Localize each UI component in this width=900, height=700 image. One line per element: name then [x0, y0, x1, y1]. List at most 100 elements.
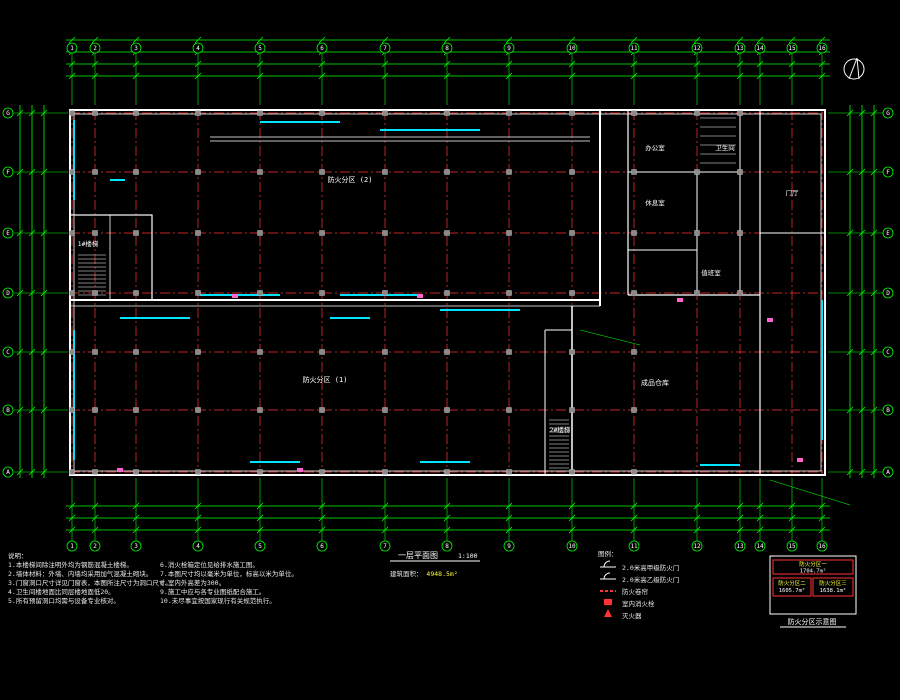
dim-tick — [443, 36, 451, 44]
axis-bubble-label: 10 — [568, 543, 576, 550]
axis-bubble — [66, 42, 78, 54]
dim-tick — [630, 36, 638, 44]
axis-bubble — [379, 540, 391, 552]
room-label-hall-right: 成品仓库 — [641, 378, 669, 387]
column — [69, 110, 75, 116]
dim-tick — [788, 36, 796, 44]
note-item: 2.墙体材料：外墙、内墙均采用加气混凝土砌块。 — [8, 570, 153, 578]
axis-bubble-label: 1 — [70, 543, 74, 550]
room-label-office-b: 休息室 — [645, 198, 665, 207]
room-label-workshop-lower: 防火分区 (1) — [303, 375, 348, 384]
axis-bubble-label: 9 — [507, 543, 511, 550]
column — [444, 469, 450, 475]
axis-bubble-label: 3 — [134, 543, 138, 550]
axis-bubble — [882, 166, 894, 178]
axis-bubble-label: 2 — [93, 543, 97, 550]
note-item: 7.本图尺寸均以毫米为单位，标高以米为单位。 — [160, 570, 298, 578]
axis-bubble — [89, 42, 101, 54]
column — [257, 349, 263, 355]
column — [506, 230, 512, 236]
column — [694, 230, 700, 236]
dim-tick — [256, 36, 264, 44]
note-item: 10.未尽事宜按国家现行有关规范执行。 — [160, 597, 276, 605]
column — [319, 469, 325, 475]
note-item: 4.卫生间楼地面比同层楼地面低20。 — [8, 588, 115, 596]
column — [569, 349, 575, 355]
column — [569, 469, 575, 475]
column — [257, 407, 263, 413]
building-area-value: 4948.5m² — [426, 570, 458, 578]
axis-bubble-label: 13 — [736, 543, 744, 550]
dim-tick — [756, 36, 764, 44]
fire-zone-3-label: 防火分区三 — [819, 579, 847, 587]
column — [737, 290, 743, 296]
axis-bubble-label: 8 — [445, 45, 449, 52]
column — [737, 230, 743, 236]
column — [92, 290, 98, 296]
axis-bubble-label: 4 — [196, 543, 200, 550]
column — [133, 230, 139, 236]
leader-line — [579, 329, 641, 346]
hydrant-marker — [117, 468, 123, 472]
axis-bubble-label: 9 — [507, 45, 511, 52]
column — [195, 110, 201, 116]
column — [257, 169, 263, 175]
axis-bubble-label: 13 — [736, 45, 744, 52]
axis-bubble — [2, 107, 14, 119]
column — [319, 169, 325, 175]
column — [319, 349, 325, 355]
dim-tick — [736, 36, 744, 44]
room-label-stair-2: 2#楼梯 — [550, 425, 571, 434]
column — [92, 469, 98, 475]
hydrant-marker — [297, 468, 303, 472]
building-area-label: 建筑面积： — [390, 570, 423, 578]
axis-bubble — [566, 540, 578, 552]
column — [133, 469, 139, 475]
axis-bubble-label: F — [6, 169, 10, 176]
fire-zone-2-label: 防火分区二 — [778, 579, 806, 587]
north-arrow-icon — [843, 57, 865, 80]
axis-bubble — [2, 346, 14, 358]
column — [69, 169, 75, 175]
column — [195, 407, 201, 413]
legend-symbols — [600, 560, 616, 617]
legend-item: 2.0米高乙级防火门 — [622, 576, 680, 584]
hydrant-marker — [417, 294, 423, 298]
column — [133, 169, 139, 175]
note-item: 1.本楼梯间除注明外均为钢筋混凝土楼梯。 — [8, 561, 133, 569]
dim-tick — [381, 36, 389, 44]
axis-bubble-label: 12 — [693, 45, 701, 52]
legend-panel: 图例： — [598, 550, 618, 559]
notes-heading: 说明： — [8, 552, 28, 560]
fire-zone-1-area: 1704.7m² — [800, 568, 827, 575]
note-item: 3.门窗洞口尺寸详见门窗表，本图所注尺寸为洞口尺寸。 — [8, 579, 172, 587]
column — [195, 349, 201, 355]
axis-bubble — [503, 42, 515, 54]
column — [506, 169, 512, 175]
column — [195, 290, 201, 296]
axis-bubble-label: D — [6, 290, 10, 297]
column — [506, 407, 512, 413]
stair-1-enclosure — [69, 214, 153, 301]
column — [444, 349, 450, 355]
axis-bubble — [882, 346, 894, 358]
column — [92, 169, 98, 175]
axis-bubble — [130, 42, 142, 54]
column — [694, 169, 700, 175]
area-panel: 建筑面积： 4948.5m² — [390, 570, 458, 579]
column — [694, 290, 700, 296]
axis-bubble-label: 5 — [258, 543, 262, 550]
column — [257, 110, 263, 116]
axis-bubble-label: 2 — [93, 45, 97, 52]
axis-bubble — [441, 540, 453, 552]
legend-item: 室内消火栓 — [622, 600, 655, 608]
note-item: 9.施工中应与各专业图纸配合施工。 — [160, 588, 266, 596]
axis-bubble-label: B — [6, 407, 10, 414]
room-label-stair-1: 1#楼梯 — [78, 239, 99, 248]
column — [195, 230, 201, 236]
column — [382, 407, 388, 413]
fire-zone-2-area: 1605.7m² — [779, 587, 806, 594]
column — [319, 290, 325, 296]
dim-tick — [91, 36, 99, 44]
room-label-toilet: 卫生间 — [715, 143, 735, 152]
